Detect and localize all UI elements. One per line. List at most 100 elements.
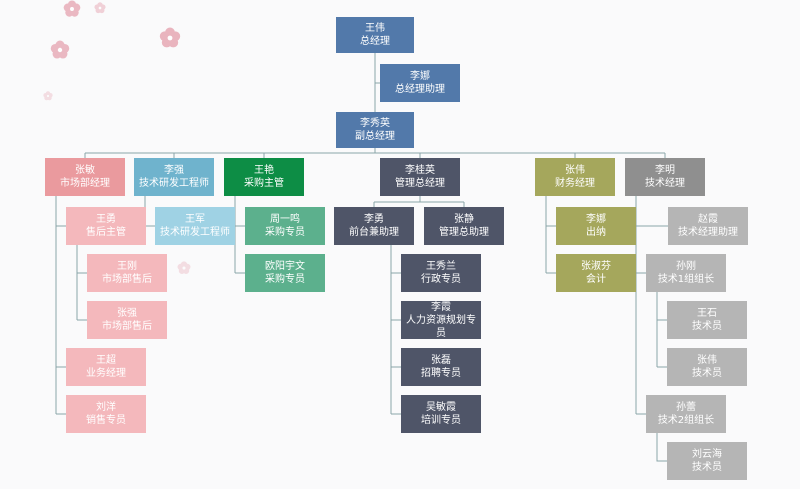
node-tech-lead-1: 孙刚技术1组组长 — [646, 254, 726, 292]
person-name: 李娜 — [410, 70, 430, 83]
node-rd-eng: 李强技术研发工程师 — [134, 158, 214, 196]
person-name: 王刚 — [117, 260, 137, 273]
job-title: 财务经理 — [555, 177, 595, 190]
node-pur-head: 王艳采购主管 — [224, 158, 304, 196]
blossom-icon — [92, 0, 108, 16]
person-name: 王石 — [697, 307, 717, 320]
person-name: 张磊 — [431, 354, 451, 367]
job-title: 采购主管 — [244, 177, 284, 190]
person-name: 李秀英 — [360, 117, 390, 130]
node-gm-asst: 张静管理总助理 — [424, 207, 504, 245]
job-title: 管理总经理 — [395, 177, 445, 190]
person-name: 王勇 — [96, 213, 116, 226]
job-title: 技术2组组长 — [658, 414, 714, 427]
person-name: 王艳 — [254, 164, 274, 177]
node-hr-plan: 李霞人力资源规划专员 — [401, 301, 481, 339]
job-title: 市场部售后 — [102, 273, 152, 286]
person-name: 李明 — [655, 164, 675, 177]
person-name: 刘云海 — [692, 448, 722, 461]
node-ceo-asst: 李娜总经理助理 — [380, 64, 460, 102]
person-name: 吴敏霞 — [426, 401, 456, 414]
person-name: 刘洋 — [96, 401, 116, 414]
node-tech-lead-2: 孙蕾技术2组组长 — [646, 395, 726, 433]
person-name: 孙刚 — [676, 260, 696, 273]
person-name: 王伟 — [365, 22, 385, 35]
job-title: 技术经理助理 — [678, 226, 738, 239]
node-recruit: 张磊招聘专员 — [401, 348, 481, 386]
node-mkt-biz-mgr: 王超业务经理 — [66, 348, 146, 386]
node-cashier: 李娜出纳 — [556, 207, 636, 245]
person-name: 张伟 — [565, 164, 585, 177]
job-title: 市场部售后 — [102, 320, 152, 333]
node-rd-eng-2: 王军技术研发工程师 — [155, 207, 235, 245]
job-title: 技术员 — [692, 461, 722, 474]
person-name: 李勇 — [364, 213, 384, 226]
person-name: 赵霞 — [698, 213, 718, 226]
node-fin-mgr: 张伟财务经理 — [535, 158, 615, 196]
job-title: 售后主管 — [86, 226, 126, 239]
person-name: 欧阳宇文 — [265, 260, 305, 273]
person-name: 张强 — [117, 307, 137, 320]
person-name: 张敏 — [75, 164, 95, 177]
node-admin: 王秀兰行政专员 — [401, 254, 481, 292]
job-title: 出纳 — [586, 226, 606, 239]
job-title: 技术研发工程师 — [160, 226, 230, 239]
node-pur-staff-2: 欧阳宇文采购专员 — [245, 254, 325, 292]
node-tech-1a: 王石技术员 — [667, 301, 747, 339]
person-name: 张伟 — [697, 354, 717, 367]
person-name: 张淑芬 — [581, 260, 611, 273]
node-pur-staff-1: 周一鸣采购专员 — [245, 207, 325, 245]
person-name: 孙蕾 — [676, 401, 696, 414]
blossom-icon — [41, 89, 55, 103]
job-title: 技术1组组长 — [658, 273, 714, 286]
job-title: 会计 — [586, 273, 606, 286]
node-tech-2a: 刘云海技术员 — [667, 442, 747, 480]
person-name: 周一鸣 — [270, 213, 300, 226]
person-name: 李娜 — [586, 213, 606, 226]
job-title: 采购专员 — [265, 226, 305, 239]
node-training: 吴敏霞培训专员 — [401, 395, 481, 433]
job-title: 技术研发工程师 — [139, 177, 209, 190]
person-name: 李强 — [164, 164, 184, 177]
job-title: 培训专员 — [421, 414, 461, 427]
node-mkt-aftersales-head: 王勇售后主管 — [66, 207, 146, 245]
job-title: 前台兼助理 — [349, 226, 399, 239]
node-mkt-aftersales-1: 王刚市场部售后 — [87, 254, 167, 292]
job-title: 人力资源规划专员 — [403, 314, 479, 340]
node-front-desk: 李勇前台兼助理 — [334, 207, 414, 245]
node-mkt-aftersales-2: 张强市场部售后 — [87, 301, 167, 339]
node-vp: 李秀英副总经理 — [336, 112, 414, 148]
job-title: 行政专员 — [421, 273, 461, 286]
job-title: 副总经理 — [355, 130, 395, 143]
person-name: 李桂英 — [405, 164, 435, 177]
blossom-icon — [175, 259, 193, 277]
person-name: 王军 — [185, 213, 205, 226]
job-title: 技术员 — [692, 320, 722, 333]
job-title: 技术员 — [692, 367, 722, 380]
person-name: 王秀兰 — [426, 260, 456, 273]
node-ceo: 王伟总经理 — [336, 17, 414, 53]
node-tech-1b: 张伟技术员 — [667, 348, 747, 386]
blossom-icon — [48, 38, 72, 62]
job-title: 总经理助理 — [395, 83, 445, 96]
connector — [145, 196, 155, 226]
node-tech-asst: 赵霞技术经理助理 — [668, 207, 748, 245]
person-name: 李霞 — [431, 301, 451, 314]
job-title: 技术经理 — [645, 177, 685, 190]
node-mkt-sales: 刘洋销售专员 — [66, 395, 146, 433]
job-title: 总经理 — [360, 35, 390, 48]
blossom-icon — [157, 25, 183, 51]
job-title: 采购专员 — [265, 273, 305, 286]
person-name: 王超 — [96, 354, 116, 367]
person-name: 张静 — [454, 213, 474, 226]
job-title: 销售专员 — [86, 414, 126, 427]
connector — [657, 433, 667, 461]
job-title: 市场部经理 — [60, 177, 110, 190]
blossom-icon — [61, 0, 83, 20]
job-title: 业务经理 — [86, 367, 126, 380]
node-mkt-mgr: 张敏市场部经理 — [45, 158, 125, 196]
job-title: 管理总助理 — [439, 226, 489, 239]
node-tech-mgr: 李明技术经理 — [625, 158, 705, 196]
node-accountant: 张淑芬会计 — [556, 254, 636, 292]
